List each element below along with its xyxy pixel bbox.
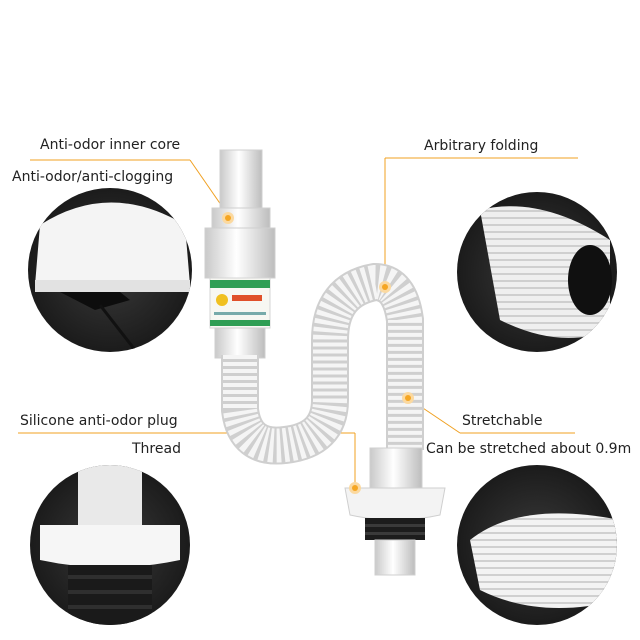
label-anti-odor-inner-core: Anti-odor inner core: [40, 137, 181, 153]
leader-lines: [18, 157, 578, 485]
detail-circle-silicone-plug: [30, 465, 190, 625]
detail-circle-stretchable: [457, 465, 617, 625]
main-pipe: [204, 149, 446, 576]
label-anti-odor-anti-clogging: Anti-odor/anti-clogging: [12, 169, 174, 185]
label-silicone-anti-odor-plug: Silicone anti-odor plug: [20, 413, 178, 429]
detail-circle-folding: [457, 192, 617, 352]
callout-markers: [222, 212, 414, 494]
label-arbitrary-folding: Arbitrary folding: [424, 138, 539, 154]
label-stretch-length: Can be stretched about 0.9m: [426, 441, 632, 457]
label-stretchable: Stretchable: [462, 413, 543, 429]
detail-circle-inner-core: [28, 188, 192, 352]
label-thread: Thread: [132, 441, 181, 457]
